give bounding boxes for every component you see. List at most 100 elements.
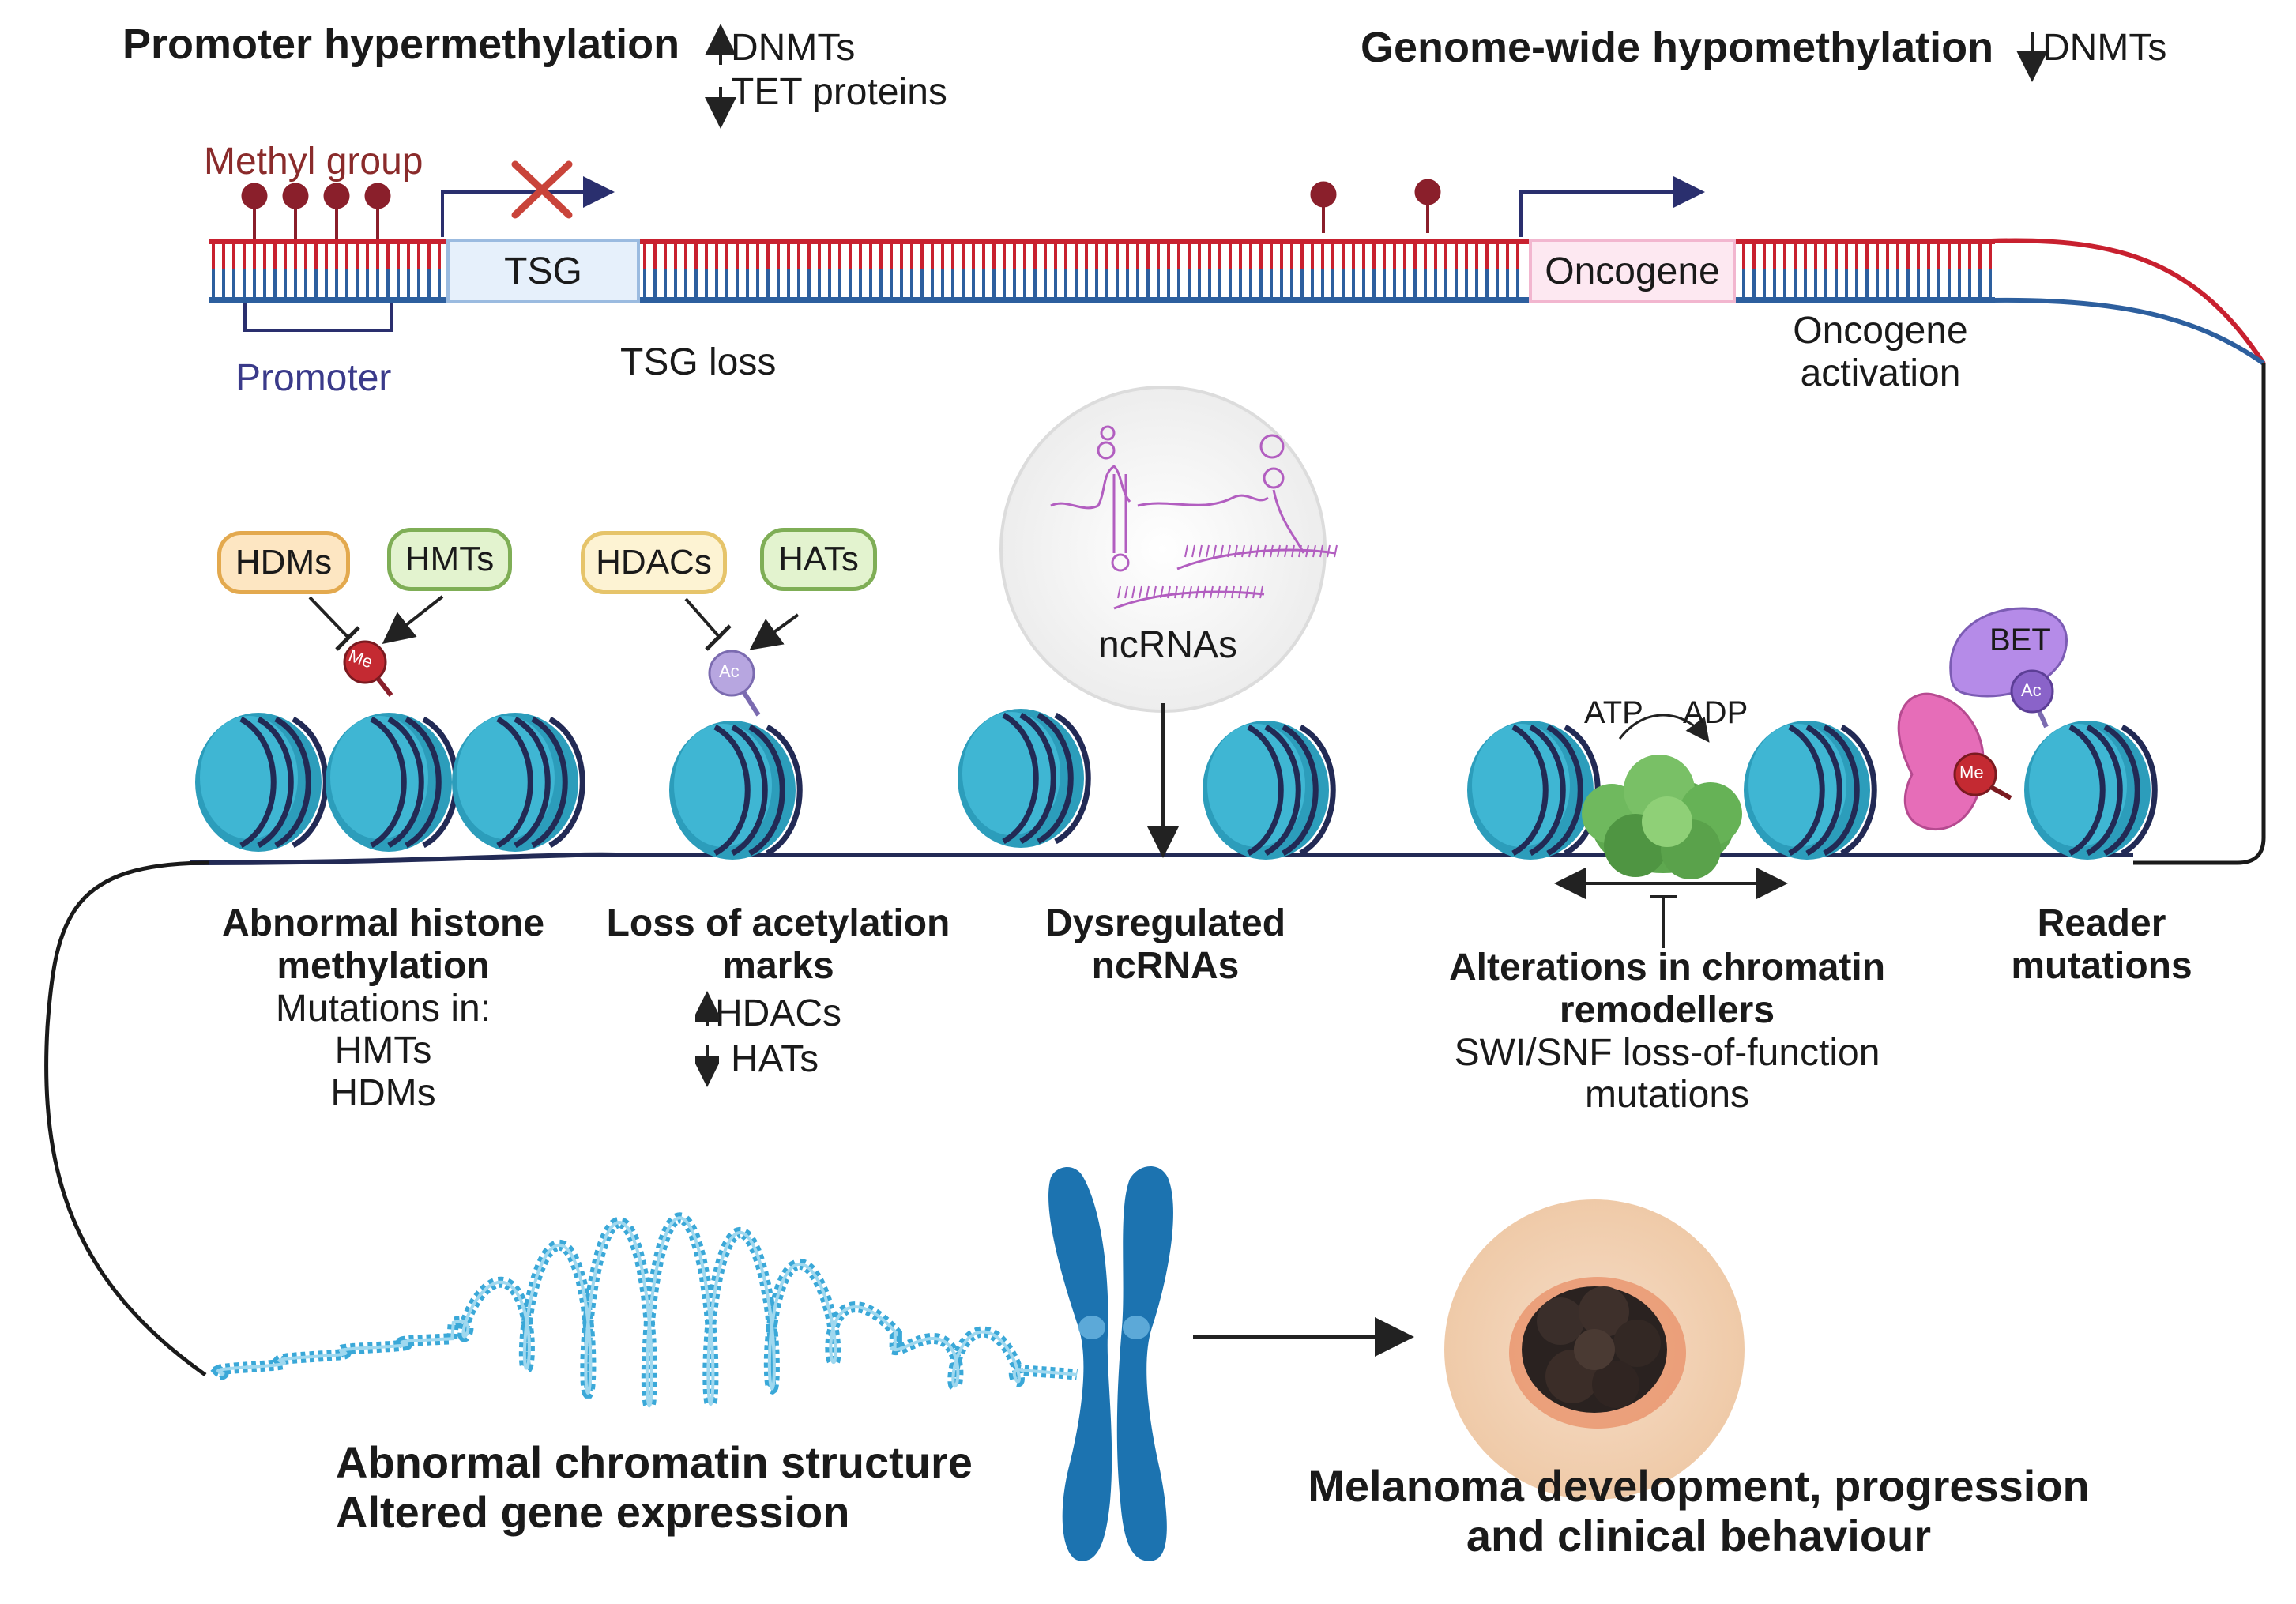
ncrna-tick xyxy=(1252,585,1256,599)
promoter-hypermethylation-title: Promoter hypermethylation xyxy=(122,21,680,68)
me-mark xyxy=(343,640,387,684)
nucleosome xyxy=(669,721,803,860)
promoter-bracket xyxy=(243,303,393,332)
inhibition-bar xyxy=(1650,895,1677,948)
ncrna-tick xyxy=(1248,544,1252,558)
reader-caption-line2: mutations xyxy=(2011,944,2192,987)
melanoma-caption-line2: and clinical behaviour xyxy=(1466,1510,1932,1561)
nucleosome xyxy=(452,713,585,852)
ncrna-tick xyxy=(1210,585,1214,599)
ncrna-caption: Dysregulated ncRNAs xyxy=(1019,902,1312,988)
ncrna-tick xyxy=(1305,544,1309,558)
acetylation-arrows xyxy=(695,991,719,1087)
ncrna-tick xyxy=(1277,544,1281,558)
ncrna-tick xyxy=(1139,585,1142,599)
melanoma-tumor-icon xyxy=(1509,1277,1686,1429)
reader-caption: Reader mutations xyxy=(1991,902,2212,988)
ncrna-tick xyxy=(1259,585,1263,599)
chromatin-connector-left xyxy=(44,860,210,1377)
ncrna-tick xyxy=(1291,544,1295,558)
tsg-label: TSG xyxy=(504,250,582,292)
ncrna-strands xyxy=(1117,544,1338,599)
dnmts-up-label: DNMTs xyxy=(731,27,856,69)
histone-caption-line5: HDMs xyxy=(330,1072,436,1114)
ncrna-caption-line1: Dysregulated xyxy=(1044,902,1286,944)
ncrnas-label: ncRNAs xyxy=(1098,624,1238,666)
hdacs-box: HDACs xyxy=(581,531,727,594)
ncrna-tick xyxy=(1234,544,1238,558)
acetylation-caption-line2: marks xyxy=(722,944,834,987)
chromatin-fiber xyxy=(210,1212,1078,1412)
remodeller-caption-line3: SWI/SNF loss-of-function xyxy=(1454,1031,1880,1074)
oncogene-activation-line1: Oncogene xyxy=(1793,310,1968,352)
atp-adp-arrow xyxy=(1618,714,1710,743)
nucleosome xyxy=(195,713,329,852)
atp-label: ATP xyxy=(1584,695,1643,730)
ac-mark-label: Ac xyxy=(719,661,740,681)
ncrna-tick xyxy=(1220,544,1224,558)
tet-proteins-label: TET proteins xyxy=(731,71,947,113)
ncrna-tick xyxy=(1181,585,1185,599)
remodeller-caption: Alterations in chromatin remodellers SWI… xyxy=(1430,947,1904,1116)
ncrna-tick xyxy=(1195,585,1199,599)
dna-connector-right xyxy=(2133,363,2266,865)
ncrna-tick xyxy=(1146,585,1150,599)
ncrna-tick xyxy=(1284,544,1288,558)
ncrna-tick xyxy=(1203,585,1206,599)
dnmts-down-label: DNMTs xyxy=(2042,27,2167,69)
ncrna-tick xyxy=(1206,544,1210,558)
hdms-label: HDMs xyxy=(235,543,333,582)
oncogene-activation-line2: activation xyxy=(1800,352,1961,394)
ncrna-tick xyxy=(1217,585,1221,599)
ncrna-tick xyxy=(1238,585,1242,599)
oncogene-box: Oncogene xyxy=(1529,239,1736,303)
hdacs-up-label: HDACs xyxy=(715,992,842,1034)
remodeller-caption-line4: mutations xyxy=(1584,1074,1750,1116)
reader-ac-label: Ac xyxy=(2021,680,2042,700)
ncrna-tick xyxy=(1298,544,1302,558)
histone-caption-line4: HMTs xyxy=(334,1030,432,1072)
nucleosomes xyxy=(195,709,2158,860)
methyl-group-label: Methyl group xyxy=(204,141,423,183)
bet-label: BET xyxy=(1989,623,2051,657)
chromatin-remodeller xyxy=(1582,755,1742,879)
melanoma-caption-line1: Melanoma development, progression xyxy=(1308,1461,2090,1511)
histone-caption-line2: methylation xyxy=(277,944,490,987)
reader-me-label: Me xyxy=(1959,762,1984,782)
ncrna-tick xyxy=(1199,544,1203,558)
ncrna-tick xyxy=(1241,544,1245,558)
dna-double-strand xyxy=(209,238,2266,366)
histone-methylation-caption: Abnormal histone methylation Mutations i… xyxy=(194,902,573,1115)
ncrna-tick xyxy=(1174,585,1178,599)
ncrna-tick xyxy=(1184,544,1188,558)
blocked-cross-icon xyxy=(511,160,573,219)
nucleosome xyxy=(958,709,1091,848)
nucleosome xyxy=(1744,721,1877,860)
nucleosome xyxy=(326,713,459,852)
promoter-label: Promoter xyxy=(235,357,392,399)
chromatin-backbone xyxy=(189,852,2133,865)
chromatin-caption-line1: Abnormal chromatin structure xyxy=(336,1437,973,1487)
ncrna-tick xyxy=(1124,585,1128,599)
ncrna-tick xyxy=(1191,544,1195,558)
ncrna-tick xyxy=(1334,544,1338,558)
ncrna-tick xyxy=(1327,544,1331,558)
histone-methylation-arrows xyxy=(308,595,444,651)
tsg-loss-label: TSG loss xyxy=(620,341,777,383)
tsg-gene-box: TSG xyxy=(446,239,640,303)
acetylation-caption-line1: Loss of acetylation xyxy=(606,902,950,944)
ncrna-tick xyxy=(1131,585,1135,599)
remodeller-caption-line1: Alterations in chromatin xyxy=(1448,947,1886,988)
ncrna-tick xyxy=(1213,544,1217,558)
methyl-groups xyxy=(241,179,1441,239)
melanoma-caption: Melanoma development, progression and cl… xyxy=(1296,1461,2102,1561)
ncrna-tick xyxy=(1224,585,1228,599)
hmts-box: HMTs xyxy=(387,528,512,591)
remodeller-caption-line2: remodellers xyxy=(1559,988,1775,1031)
ncrna-tick xyxy=(1227,544,1231,558)
histone-acetylation-arrows xyxy=(684,597,800,651)
ncrna-tick xyxy=(1245,585,1249,599)
chromosome xyxy=(1048,1165,1173,1561)
